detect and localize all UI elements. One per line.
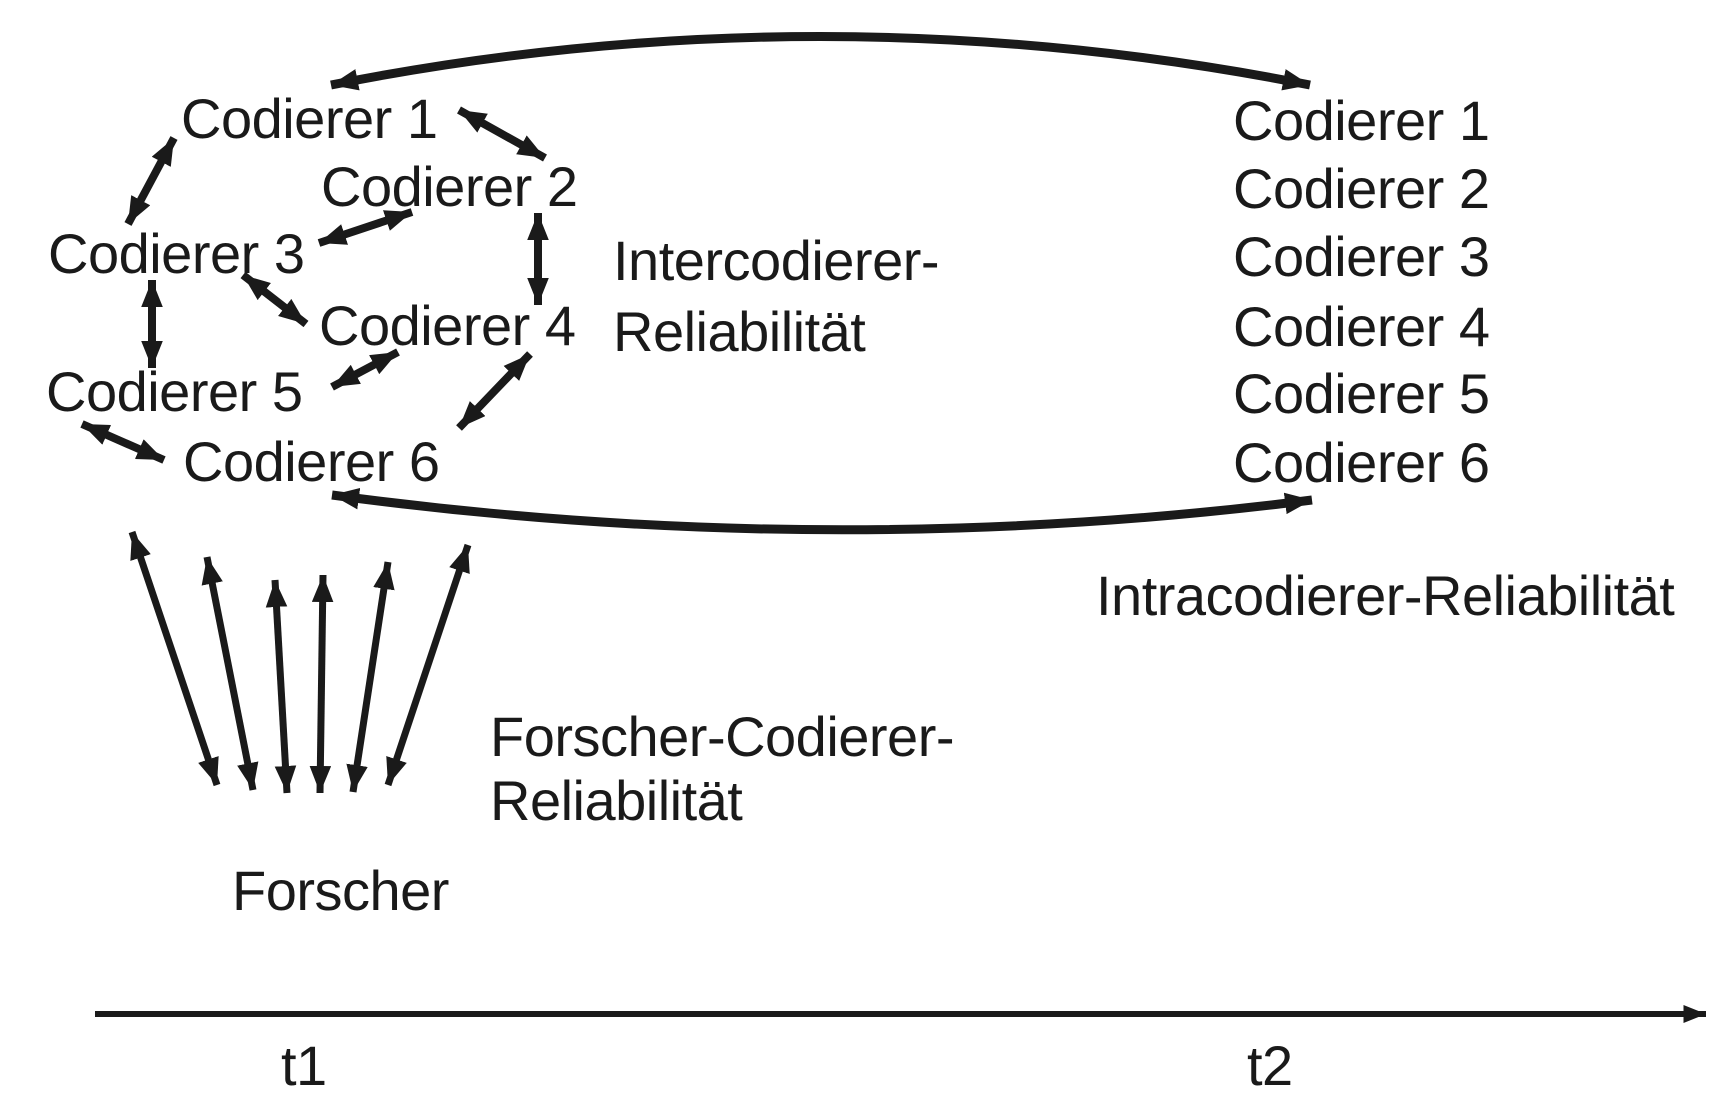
timeline-t2-label: t2 bbox=[1247, 1034, 1293, 1097]
forscher-coder-arrow-3 bbox=[265, 579, 297, 794]
arrow-coder2-coder3 bbox=[317, 208, 414, 247]
right-coder-6: Codierer 6 bbox=[1233, 431, 1490, 494]
arrow-coder4-coder5 bbox=[330, 348, 400, 391]
forscher-coder-arrow-4 bbox=[309, 574, 334, 794]
forscher-label: Forscher bbox=[232, 859, 449, 922]
timeline-t1-label: t1 bbox=[281, 1034, 327, 1097]
intracoder-curve-arrow-coder6 bbox=[331, 487, 1313, 535]
left-coder-1: Codierer 1 bbox=[181, 87, 438, 150]
right-coder-5: Codierer 5 bbox=[1233, 362, 1490, 425]
right-coder-2: Codierer 2 bbox=[1233, 157, 1490, 220]
left-coder-6: Codierer 6 bbox=[183, 430, 440, 493]
left-coder-4: Codierer 4 bbox=[319, 294, 576, 357]
right-coder-1: Codierer 1 bbox=[1233, 89, 1490, 152]
intercoder-reliability-label-line2: Reliabilität bbox=[613, 300, 866, 363]
arrow-coder1-coder2 bbox=[457, 106, 547, 162]
intracoder-curve-arrow-coder1 bbox=[330, 32, 1311, 91]
arrow-coder4-coder6 bbox=[456, 351, 533, 431]
forscher-coder-reliability-label-line2: Reliabilität bbox=[490, 769, 743, 832]
left-coder-2: Codierer 2 bbox=[321, 155, 578, 218]
forscher-coder-reliability-label-line1: Forscher-Codierer- bbox=[490, 705, 955, 768]
forscher-coder-arrow-6 bbox=[384, 543, 472, 787]
right-coder-4: Codierer 4 bbox=[1233, 295, 1490, 358]
arrow-coder5-coder6 bbox=[80, 420, 166, 464]
right-coder-3: Codierer 3 bbox=[1233, 225, 1490, 288]
forscher-coder-arrow-1 bbox=[128, 530, 221, 787]
forscher-coder-arrow-2 bbox=[201, 556, 259, 791]
left-coder-5: Codierer 5 bbox=[46, 360, 303, 423]
forscher-coder-arrow-5 bbox=[346, 561, 395, 793]
intracoder-reliability-label: Intracodierer-Reliabilität bbox=[1096, 564, 1675, 627]
left-coder-3: Codierer 3 bbox=[48, 222, 305, 285]
arrow-coder3-coder4 bbox=[240, 271, 309, 328]
arrow-coder1-coder3 bbox=[124, 136, 178, 226]
intercoder-reliability-label-line1: Intercodierer- bbox=[613, 229, 940, 292]
